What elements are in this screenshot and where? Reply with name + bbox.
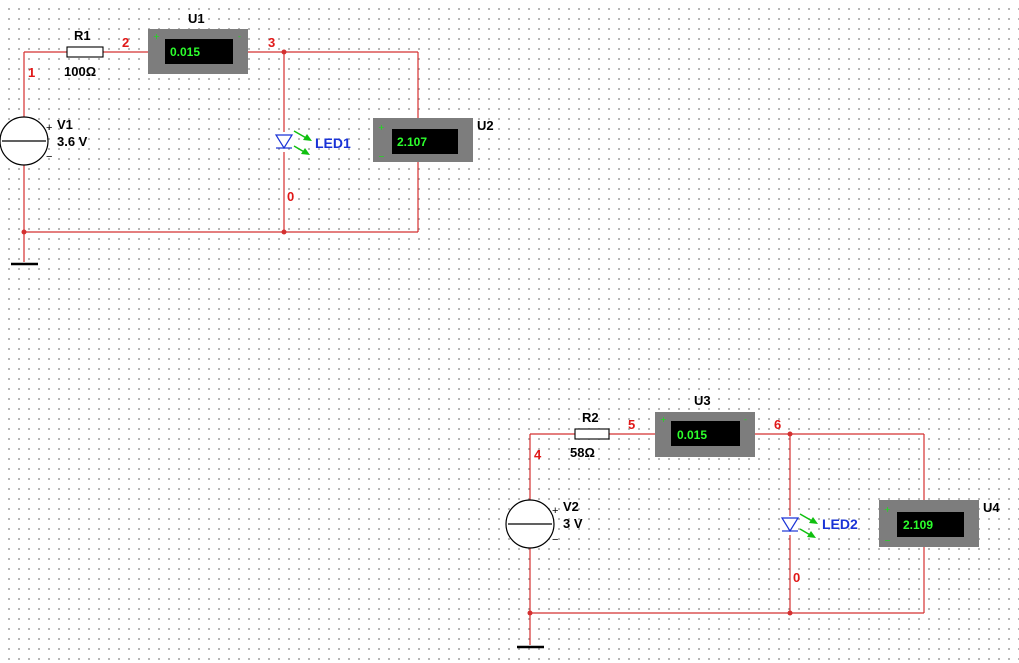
u2-name-label: U2 (477, 118, 494, 133)
u1-name-label: U1 (188, 11, 205, 26)
node-label-6: 6 (774, 417, 781, 432)
node-label-3: 3 (268, 35, 275, 50)
ammeter-u3[interactable]: U3 + - 0.015 (655, 393, 755, 457)
u1-reading: 0.015 (170, 45, 200, 59)
r1-value-label: 100Ω (64, 64, 96, 79)
resistor-r1[interactable]: R1 100Ω (64, 28, 104, 79)
led2[interactable]: LED2 (780, 513, 858, 538)
node-label-2: 2 (122, 35, 129, 50)
voltmeter-u4[interactable]: + − 2.109 U4 (879, 500, 1000, 547)
resistor-r2[interactable]: R2 58Ω (570, 410, 610, 460)
node-label-0-circuit-2: 0 (793, 570, 800, 585)
junction-node-3 (281, 49, 287, 55)
u1-plus-terminal: + (153, 32, 160, 41)
circuit-1-wires (23, 51, 419, 262)
circuit-2: + − V2 3 V R2 58Ω U3 + - 0.015 (505, 393, 1000, 649)
ammeter-u1[interactable]: U1 + - 0.015 (148, 11, 248, 74)
led1-name-label: LED1 (315, 135, 351, 151)
junction-node-6 (787, 431, 793, 437)
voltmeter-u2[interactable]: + − 2.107 U2 (373, 118, 494, 162)
u4-name-label: U4 (983, 500, 1000, 515)
node-label-1: 1 (28, 65, 35, 80)
junction-node-0-1 (281, 229, 287, 235)
junction-ground-1 (21, 229, 27, 235)
u1-minus-terminal: - (238, 32, 241, 41)
junction-ground-2 (527, 610, 533, 616)
junction-node-0-2 (787, 610, 793, 616)
node-label-4: 4 (534, 447, 542, 462)
v2-value-label: 3 V (563, 516, 583, 531)
circuit-1: + − V1 3.6 V R1 100Ω U1 + - 0.015 (0, 11, 494, 266)
u3-plus-terminal: + (660, 415, 667, 424)
v1-minus-sign: − (46, 151, 52, 163)
circuit-2-wires (529, 433, 925, 645)
led1-light-arrows-icon (293, 130, 312, 155)
u3-reading: 0.015 (677, 428, 707, 442)
u3-minus-terminal: - (744, 415, 747, 424)
v1-name-label: V1 (57, 117, 73, 132)
node-label-5: 5 (628, 417, 635, 432)
v1-plus-sign: + (46, 122, 52, 134)
voltage-source-v2[interactable]: + − V2 3 V (505, 499, 583, 549)
led2-light-arrows-icon (799, 513, 818, 538)
u4-minus-terminal: − (884, 536, 891, 545)
v2-minus-sign: − (552, 534, 558, 546)
r1-name-label: R1 (74, 28, 91, 43)
u3-name-label: U3 (694, 393, 711, 408)
v2-plus-sign: + (552, 505, 558, 517)
u2-reading: 2.107 (397, 135, 427, 149)
u2-minus-terminal: − (378, 152, 385, 161)
v1-value-label: 3.6 V (57, 134, 88, 149)
r2-name-label: R2 (582, 410, 599, 425)
led1[interactable]: LED1 (274, 130, 351, 155)
led2-name-label: LED2 (822, 516, 858, 532)
v2-name-label: V2 (563, 499, 579, 514)
r2-value-label: 58Ω (570, 445, 595, 460)
u4-plus-terminal: + (884, 505, 891, 514)
u4-reading: 2.109 (903, 518, 933, 532)
u2-plus-terminal: + (378, 123, 385, 132)
voltage-source-v1[interactable]: + − V1 3.6 V (0, 116, 88, 166)
node-label-0-circuit-1: 0 (287, 189, 294, 204)
